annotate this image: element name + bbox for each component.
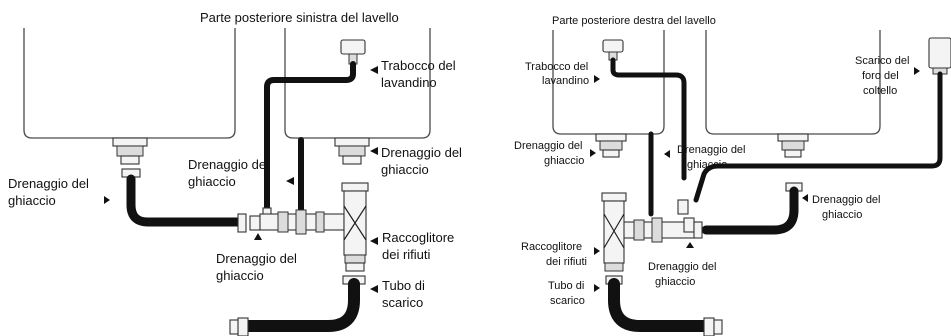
right-sink-basin-2 (705, 30, 881, 135)
left-connector-assembly (237, 207, 345, 235)
left-label-drain-bottom: Drenaggio del ghiaccio (216, 251, 301, 283)
left-label-discharge: Tubo di scarico (382, 278, 429, 310)
right-label-discharge: Tubo di scarico (548, 280, 587, 307)
left-waste-collector (341, 182, 369, 285)
right-connector-assembly (615, 199, 703, 243)
left-arrow-waste (370, 237, 378, 245)
left-discharge-end (229, 317, 249, 336)
left-sink2-drain (334, 137, 370, 165)
left-overflow-fitting (340, 39, 366, 65)
left-arrow-overflow (370, 66, 378, 74)
right-discharge-end (703, 317, 723, 336)
right-panel-title: Parte posteriore destra del lavello (552, 15, 716, 27)
right-drain-hose-right (701, 186, 799, 235)
right-label-knife-drain: Scarico del foro del coltello (855, 55, 912, 97)
left-label-overflow: Trabocco del lavandino (381, 58, 459, 90)
left-label-drain-left: Drenaggio del ghiaccio (8, 176, 93, 208)
right-arrow-discharge (594, 284, 600, 292)
right-discharge-hose (608, 278, 712, 332)
right-knife-drain-hose (693, 71, 943, 203)
left-label-drain-center: Drenaggio del ghiaccio (188, 157, 273, 189)
right-overflow-fitting (602, 39, 624, 61)
left-overflow-hose (264, 61, 356, 211)
right-label-drain-right: Drenaggio del ghiaccio (812, 194, 884, 221)
right-arrow-drain-bottom (686, 242, 694, 248)
left-label-drain-sink2: Drenaggio del ghiaccio (381, 145, 466, 177)
left-arrow-drain-left (104, 196, 110, 204)
right-panel: Parte posteriore destra del lavello (514, 15, 951, 336)
right-label-drain-middle: Drenaggio del ghiaccio (677, 144, 749, 171)
right-arrow-drain-right (802, 194, 808, 202)
left-sink1-drain (112, 137, 148, 178)
left-sink-basin-1 (23, 28, 236, 139)
right-arrow-knife-drain (914, 67, 920, 75)
right-sink2-drain (777, 133, 809, 158)
left-label-waste: Raccoglitore dei rifiuti (382, 230, 458, 262)
left-panel: Parte posteriore sinistra del lavello (8, 10, 466, 336)
right-sink1-drain (595, 133, 627, 158)
left-arrow-drain-bottom (254, 233, 262, 240)
right-arrow-drain-left (590, 149, 596, 157)
right-overflow-hose (610, 57, 687, 181)
left-drain-hose-1 (126, 174, 243, 227)
right-waste-collector (601, 192, 627, 285)
right-label-drain-bottom: Drenaggio del ghiaccio (648, 261, 720, 288)
right-arrow-drain-middle (664, 150, 670, 158)
left-arrow-drain-sink2 (370, 147, 378, 155)
right-label-overflow: Trabocco del lavandino (525, 61, 591, 87)
right-arrow-waste (594, 247, 600, 255)
left-panel-title: Parte posteriore sinistra del lavello (200, 10, 399, 25)
left-arrow-drain-center (286, 177, 294, 185)
right-arrow-overflow (594, 75, 600, 83)
right-label-waste: Raccoglitore dei rifiuti (521, 241, 587, 268)
left-arrow-discharge (370, 285, 378, 293)
right-label-drain-left: Drenaggio del ghiaccio (514, 140, 586, 167)
right-knife-drain-fitting (928, 37, 951, 75)
left-discharge-hose (240, 278, 360, 332)
